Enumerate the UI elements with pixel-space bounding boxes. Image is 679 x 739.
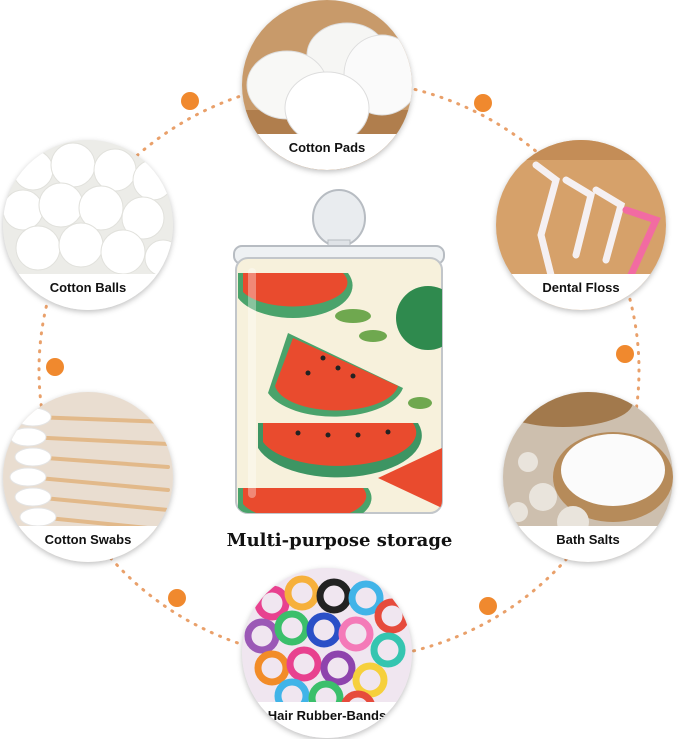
orange-dot	[46, 358, 64, 376]
orange-dot	[616, 345, 634, 363]
orange-dot	[168, 589, 186, 607]
item-label: Cotton Pads	[242, 134, 412, 170]
orange-dot	[181, 92, 199, 110]
orange-dot	[474, 94, 492, 112]
item-hair-rubber-bands: Hair Rubber-Bands	[242, 568, 412, 738]
item-label: Dental Floss	[496, 274, 666, 310]
watermelon-jar	[233, 189, 445, 514]
item-cotton-swabs: Cotton Swabs	[3, 392, 173, 562]
item-label: Bath Salts	[503, 526, 673, 562]
item-bath-salts: Bath Salts	[503, 392, 673, 562]
item-cotton-pads: Cotton Pads	[242, 0, 412, 170]
item-label: Cotton Swabs	[3, 526, 173, 562]
item-label: Cotton Balls	[3, 274, 173, 310]
item-cotton-balls: Cotton Balls	[3, 140, 173, 310]
page-title: Multi-purpose storage	[226, 530, 453, 551]
orange-dot	[479, 597, 497, 615]
item-label: Hair Rubber-Bands	[242, 702, 412, 738]
item-dental-floss: Dental Floss	[496, 140, 666, 310]
